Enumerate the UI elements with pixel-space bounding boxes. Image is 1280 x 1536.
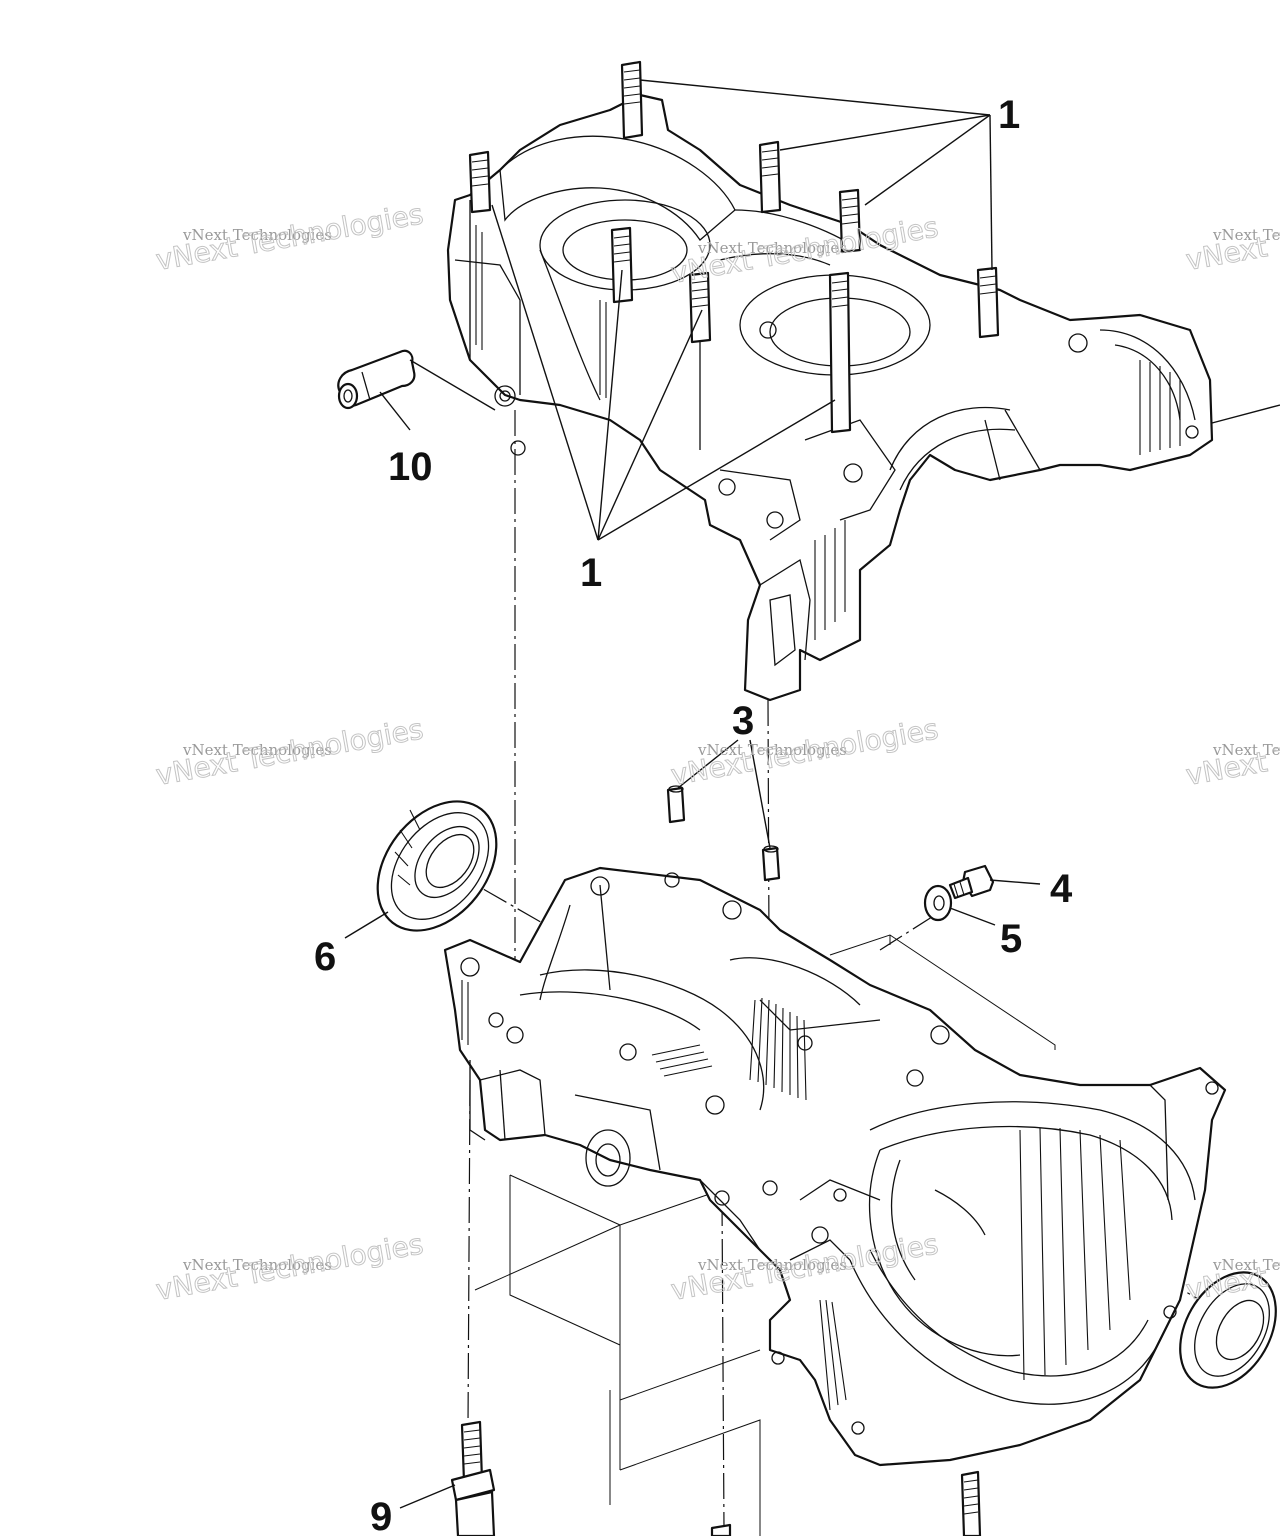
svg-text:vNext Technologies: vNext Technologies [1183,197,1280,276]
callout-1-top: 1 [998,93,1020,137]
callout-4: 4 [1050,867,1073,911]
crankcase-bolt-9 [450,1420,496,1536]
svg-text:vNext Technologies: vNext Technologies [1183,712,1280,791]
reference-boxes [474,934,1056,1536]
leader-lines [344,79,1280,1509]
plug-screw [948,864,995,900]
svg-text:vNext Technologies: vNext Technologies [182,226,332,244]
svg-text:vNext Technologies: vNext Technologies [153,1227,425,1306]
svg-text:vNext Technologies: vNext Technologies [1212,226,1280,244]
watermark-tile: vNext Technologies vNext Technologies [1183,712,1280,792]
callout-3: 3 [732,699,754,743]
svg-text:vNext Technologies: vNext Technologies [153,712,425,791]
cylinder-studs [468,60,1000,434]
crank-oil-seal-right [1179,1271,1277,1389]
callout-labels: 1 1 10 3 4 5 6 9 [314,93,1073,1536]
watermark-tile: vNext Technologies vNext Technologies [153,712,426,792]
callout-6: 6 [314,935,336,979]
upper-crankcase [446,93,1214,702]
svg-text:vNext Technologies: vNext Technologies [697,741,847,759]
svg-text:vNext Technologies: vNext Technologies [1212,741,1280,759]
svg-text:vNext Technologies: vNext Technologies [697,1256,847,1274]
callout-5: 5 [1000,917,1022,961]
sealing-washer [923,884,953,922]
svg-text:vNext Technologies: vNext Technologies [1212,1256,1280,1274]
svg-text:vNext Technologies: vNext Technologies [182,1256,332,1274]
watermark-tile: vNext Technologies vNext Technologies [153,1227,426,1307]
callout-1-lower: 1 [580,551,602,595]
svg-text:vNext Technologies: vNext Technologies [697,239,847,257]
svg-text:vNext Technologies: vNext Technologies [182,741,332,759]
callout-10: 10 [388,445,433,489]
crank-oil-seal-left [376,800,498,932]
water-fitting [337,349,416,410]
callout-9: 9 [370,1495,392,1536]
watermark-tile: vNext Technologies vNext Technologies [153,197,426,277]
lower-studs [710,1470,982,1536]
lower-crankcase [443,866,1227,1467]
svg-text:vNext Technologies: vNext Technologies [668,712,940,791]
dowel-pins [666,785,781,882]
watermark-tile: vNext Technologies vNext Technologies [668,712,941,792]
watermark-tile: vNext Technologies vNext Technologies [1183,197,1280,277]
svg-text:vNext Technologies: vNext Technologies [153,197,425,276]
